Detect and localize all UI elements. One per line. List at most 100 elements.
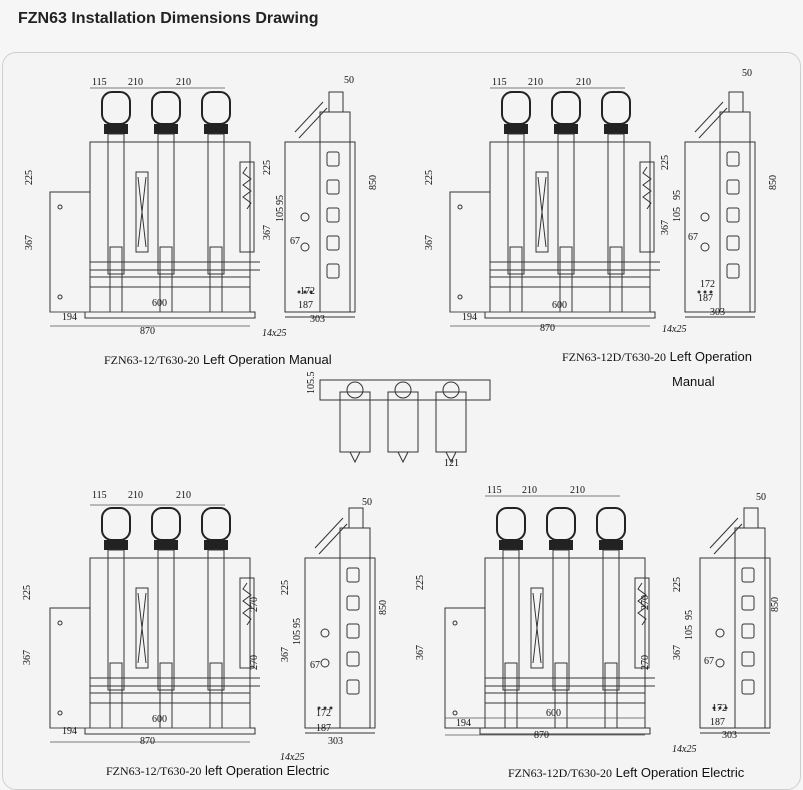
dim-14x25: 14x25 — [672, 744, 696, 755]
dim-95: 95 — [292, 618, 303, 628]
dim-367: 367 — [415, 645, 426, 660]
dim-225: 225 — [424, 170, 435, 185]
caption-desc: Left Operation Manual — [202, 352, 332, 367]
dim-870: 870 — [540, 323, 555, 334]
dim-50: 50 — [344, 75, 354, 86]
dim-14x25: 14x25 — [262, 328, 286, 339]
dim-14x25: 14x25 — [280, 752, 304, 763]
dim-95: 95 — [684, 610, 695, 620]
dim-50: 50 — [362, 497, 372, 508]
dim-115: 115 — [92, 77, 107, 88]
dim-870: 870 — [140, 736, 155, 747]
dim-172: 172 — [316, 708, 331, 719]
dim-210-a: 210 — [528, 77, 543, 88]
caption-desc: Left Operation — [669, 349, 753, 364]
dim-187: 187 — [710, 717, 725, 728]
dim-600: 600 — [152, 298, 167, 309]
dim-210-a: 210 — [522, 485, 537, 496]
caption-desc: Left Operation Electric — [615, 765, 745, 780]
dim-194: 194 — [462, 312, 477, 323]
dim-270-b: 270 — [249, 655, 260, 670]
dim-105: 105 — [292, 630, 303, 645]
caption-drawing-2-line2: Manual — [672, 374, 715, 389]
dim-14x25: 14x25 — [662, 324, 686, 335]
dim-367-side: 367 — [262, 225, 273, 240]
dim-172: 172 — [712, 703, 727, 714]
dim-225: 225 — [24, 170, 35, 185]
dim-303: 303 — [310, 314, 325, 325]
drawing-3 — [49, 507, 376, 735]
caption-model: FZN63-12D/T630-20 — [508, 766, 612, 780]
caption-model: FZN63-12/T630-20 — [104, 353, 200, 367]
dim-303: 303 — [722, 730, 737, 741]
dim-270-b: 270 — [640, 655, 651, 670]
dim-115: 115 — [492, 77, 507, 88]
drawing-1 — [49, 91, 356, 319]
dim-600: 600 — [552, 300, 567, 311]
dim-210-a: 210 — [128, 490, 143, 501]
dim-50: 50 — [756, 492, 766, 503]
dim-850: 850 — [378, 600, 389, 615]
dim-95: 95 — [672, 190, 683, 200]
dim-210-b: 210 — [576, 77, 591, 88]
caption-drawing-4: FZN63-12D/T630-20 Left Operation Electri… — [508, 765, 744, 781]
dim-225-side: 225 — [660, 155, 671, 170]
caption-model: FZN63-12D/T630-20 — [562, 350, 666, 364]
dim-303: 303 — [710, 307, 725, 318]
dim-194: 194 — [62, 312, 77, 323]
dim-367: 367 — [24, 235, 35, 250]
dim-225-side: 225 — [262, 160, 273, 175]
dim-115: 115 — [487, 485, 502, 496]
dim-600: 600 — [152, 714, 167, 725]
caption-model: FZN63-12/T630-20 — [106, 764, 202, 778]
dim-67: 67 — [310, 660, 320, 671]
dim-194: 194 — [62, 726, 77, 737]
dim-105: 105 — [684, 625, 695, 640]
dim-210-a: 210 — [128, 77, 143, 88]
dim-225-side: 225 — [672, 577, 683, 592]
dim-600: 600 — [546, 708, 561, 719]
dim-187: 187 — [698, 293, 713, 304]
dim-187: 187 — [316, 723, 331, 734]
dim-115: 115 — [92, 490, 107, 501]
dim-194: 194 — [456, 718, 471, 729]
dim-95: 95 — [275, 195, 286, 205]
dim-870: 870 — [140, 326, 155, 337]
dim-210-b: 210 — [570, 485, 585, 496]
dim-67: 67 — [290, 236, 300, 247]
caption-drawing-3: FZN63-12/T630-20 left Operation Electric — [106, 763, 329, 779]
caption-desc: left Operation Electric — [204, 763, 330, 778]
dim-367: 367 — [22, 650, 33, 665]
dim-850: 850 — [368, 175, 379, 190]
dim-210-b: 210 — [176, 490, 191, 501]
dim-105: 105 — [275, 207, 286, 222]
dim-225: 225 — [415, 575, 426, 590]
dim-367-side: 367 — [280, 647, 291, 662]
dim-67: 67 — [688, 232, 698, 243]
dim-67: 67 — [704, 656, 714, 667]
dim-50: 50 — [742, 68, 752, 79]
dim-850: 850 — [770, 597, 781, 612]
caption-drawing-2: FZN63-12D/T630-20 Left Operation — [562, 349, 752, 365]
page-title: FZN63 Installation Dimensions Drawing — [18, 10, 319, 27]
caption-drawing-1: FZN63-12/T630-20 Left Operation Manual — [104, 352, 332, 368]
dim-105-5: 105.5 — [306, 372, 317, 395]
dim-367: 367 — [424, 235, 435, 250]
dim-303: 303 — [328, 736, 343, 747]
dim-210-b: 210 — [176, 77, 191, 88]
dim-270-a: 270 — [640, 595, 651, 610]
dim-367-side: 367 — [672, 645, 683, 660]
dim-225-side: 225 — [280, 580, 291, 595]
dim-367-side: 367 — [660, 220, 671, 235]
drawing-4 — [444, 507, 771, 735]
dim-172: 172 — [300, 286, 315, 297]
dim-172: 172 — [700, 279, 715, 290]
dim-187: 187 — [298, 300, 313, 311]
drawing-panel — [2, 52, 801, 790]
dim-850: 850 — [768, 175, 779, 190]
dim-870: 870 — [534, 730, 549, 741]
dim-270-a: 270 — [249, 597, 260, 612]
top-view-middle — [319, 379, 491, 464]
dim-225: 225 — [22, 585, 33, 600]
